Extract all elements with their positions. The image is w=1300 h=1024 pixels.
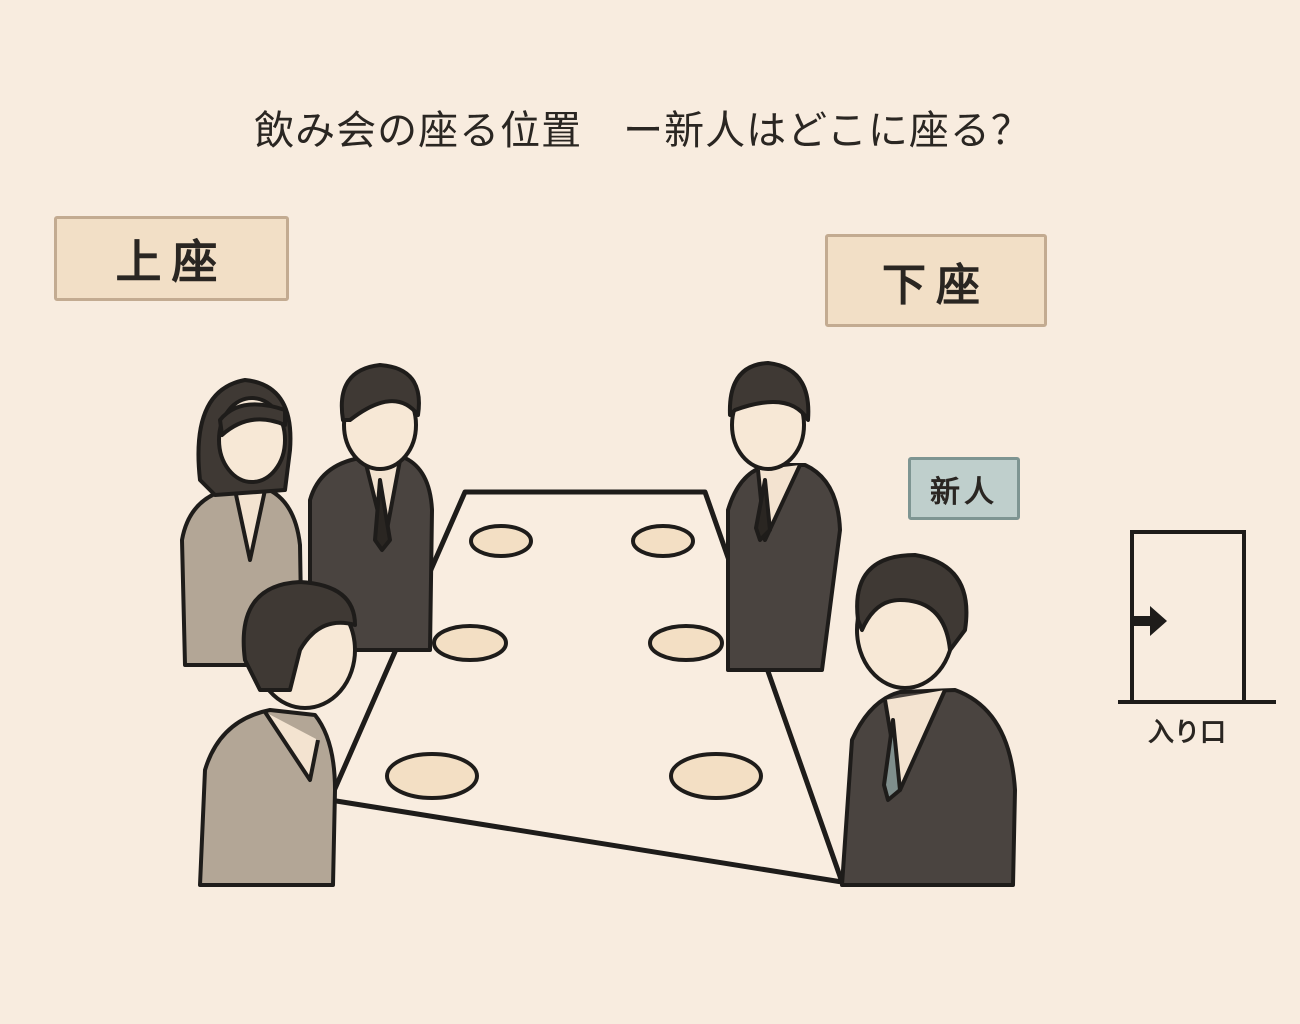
entrance-label: 入り口	[1148, 718, 1227, 748]
plate	[648, 624, 724, 662]
page-title: 飲み会の座る位置 ー新人はどこに座る？	[254, 108, 1032, 154]
plate	[432, 624, 508, 662]
plates	[385, 524, 763, 800]
plate	[469, 524, 533, 558]
lower-seat-label: 下座	[825, 234, 1047, 327]
plate	[631, 524, 695, 558]
plate	[385, 752, 479, 800]
person-newcomer	[840, 553, 1017, 887]
newcomer-label: 新人	[908, 457, 1020, 520]
upper-seat-label: 上座	[54, 216, 289, 301]
plate	[669, 752, 763, 800]
door-icon	[1118, 530, 1276, 704]
person-man-right	[726, 361, 842, 672]
person-man-front-left	[198, 580, 357, 887]
